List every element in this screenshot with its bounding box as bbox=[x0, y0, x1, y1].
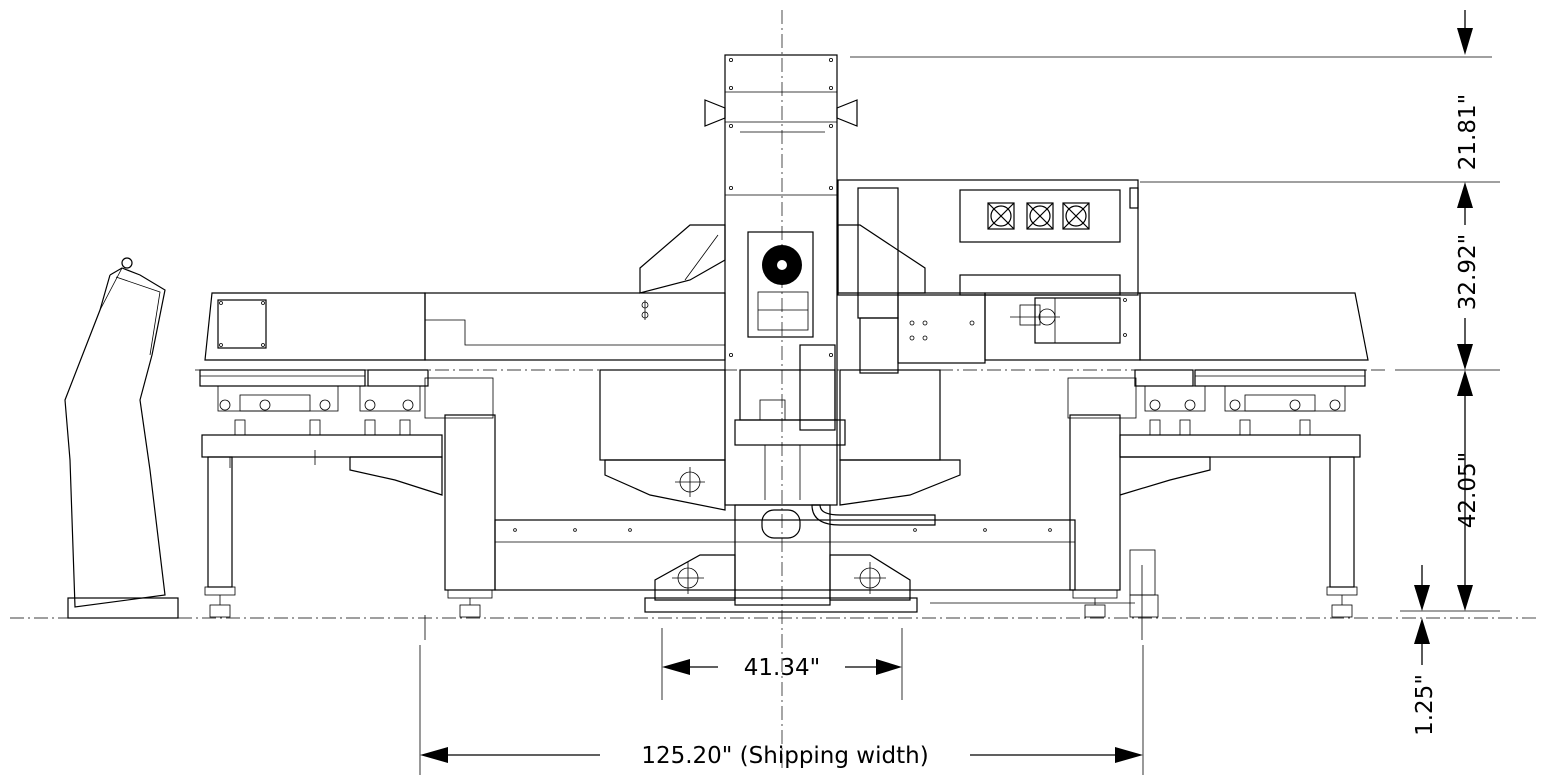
dim-upper-height-label: 32.92" bbox=[1455, 234, 1481, 310]
right-table bbox=[984, 292, 1369, 640]
dim-frame-height-label: 42.05" bbox=[1455, 452, 1481, 528]
dim-foot-clearance: 1.25" bbox=[1412, 565, 1438, 736]
dim-shipping-width-label: 125.20" (Shipping width) bbox=[641, 743, 928, 769]
dim-top-height: 21.81" bbox=[850, 10, 1492, 170]
dim-base-width-label: 41.34" bbox=[744, 655, 820, 681]
center-tower bbox=[704, 54, 858, 506]
dim-foot-clearance-label: 1.25" bbox=[1412, 674, 1438, 736]
electrical-cabinet bbox=[837, 179, 1139, 374]
dim-top-height-label: 21.81" bbox=[1455, 94, 1481, 170]
dim-frame-height: 42.05" bbox=[1400, 370, 1500, 612]
dim-shipping-width: 125.20" (Shipping width) bbox=[419, 645, 1144, 775]
dim-base-width: 41.34" bbox=[661, 628, 903, 700]
left-table bbox=[199, 224, 726, 640]
cooling-fans bbox=[987, 202, 1090, 230]
control-pendant bbox=[64, 257, 179, 619]
machine-base bbox=[494, 369, 1135, 613]
dim-upper-height: 32.92" bbox=[1140, 181, 1500, 371]
